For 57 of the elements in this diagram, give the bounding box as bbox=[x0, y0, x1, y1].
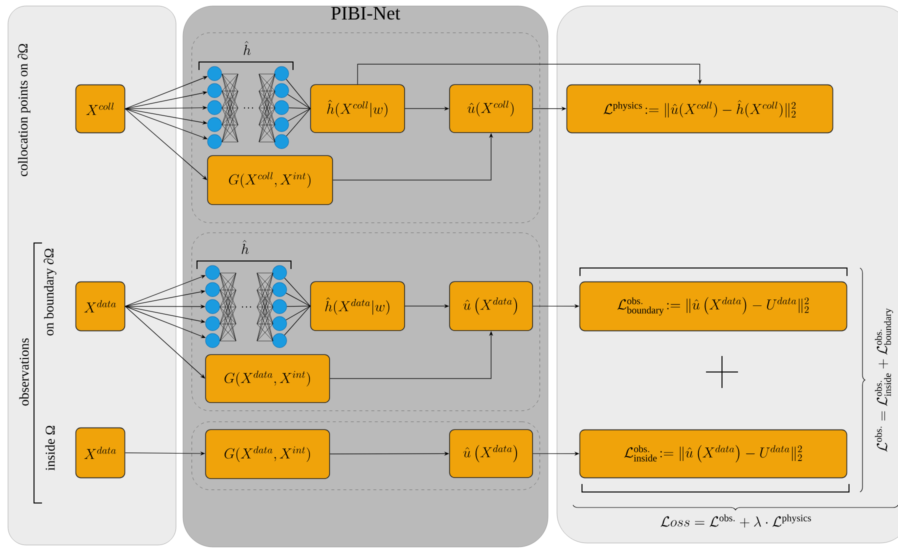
connector-line bbox=[288, 108, 310, 109]
formula-box: $\mathcal{L}^{\mathrm{obs.}}_{\mathrm{inside}}\!:=\|\hat{u}\left(X^{data}\right)-U^{data}\|_2^2$ bbox=[579, 429, 848, 478]
neuron-circle bbox=[207, 66, 222, 81]
neuron-circle bbox=[207, 134, 222, 149]
connector-line bbox=[286, 306, 310, 320]
dashed-group bbox=[192, 232, 540, 411]
neuron-circle bbox=[274, 100, 289, 115]
formula-box: $\mathcal{L}^{\mathrm{obs.}}_{\mathrm{boundary}}\!:=\|\hat{u}\left(X^{data}\right)-U^{data}\|_2^2$ bbox=[579, 281, 848, 332]
neuron-circle bbox=[274, 117, 289, 132]
formula-box: $\hat{u}(X^{coll})$ bbox=[449, 84, 533, 133]
neuron-circle bbox=[274, 134, 289, 149]
rotated-label: on boundary ∂Ω bbox=[44, 248, 56, 336]
arrow bbox=[357, 64, 702, 84]
dashed-group bbox=[192, 422, 540, 490]
dashed-group bbox=[192, 32, 540, 223]
neuron-circle bbox=[205, 316, 220, 331]
formula-box: $\hat{u}\left(X^{data}\right)$ bbox=[449, 281, 533, 331]
neuron-circle bbox=[272, 265, 287, 280]
loss-formula: $\mathcal{L}oss=\mathcal{L}^{\mathrm{obs.}}+\lambda\cdot\mathcal{L}^{\mathrm{physics}}$ bbox=[660, 514, 811, 528]
neuron-circle bbox=[207, 83, 222, 98]
neuron-circle bbox=[272, 316, 287, 331]
formula-box: $\mathcal{L}^{\mathrm{physics}}\!:=\|\hat{u}(X^{coll})-\hat{h}(X^{coll})\|_2^2$ bbox=[566, 84, 834, 134]
neuron-circle bbox=[274, 66, 289, 81]
connector-line bbox=[287, 94, 310, 109]
network-label: $\hat{h}$ bbox=[244, 41, 251, 56]
connector-line bbox=[288, 108, 310, 122]
neuron-circle bbox=[272, 333, 287, 348]
neuron-circle bbox=[272, 282, 287, 297]
connector-line bbox=[284, 306, 310, 336]
formula-box: $\hat{h}(X^{coll}|w)$ bbox=[310, 84, 405, 133]
neuron-circle bbox=[205, 333, 220, 348]
input-panel bbox=[8, 6, 176, 546]
neuron-circle bbox=[207, 100, 222, 115]
connector-line bbox=[286, 78, 310, 109]
neuron-circle bbox=[274, 83, 289, 98]
connector-line bbox=[286, 292, 310, 306]
input-box: $X^{coll}$ bbox=[75, 84, 126, 134]
neuron-circle bbox=[207, 117, 222, 132]
rotated-label: inside Ω bbox=[45, 426, 55, 471]
connector-line bbox=[286, 306, 310, 307]
rotated-label: observations bbox=[19, 338, 29, 406]
formula-box: $\hat{u}\left(X^{data}\right)$ bbox=[449, 429, 533, 478]
formula-box: $G(X^{data},X^{int})$ bbox=[205, 429, 330, 479]
formula-box: $G(X^{data},X^{int})$ bbox=[205, 354, 330, 403]
rotated-label: collocation points on ∂Ω bbox=[18, 44, 30, 176]
formula-box: $G(X^{coll},X^{int})$ bbox=[207, 155, 333, 205]
network-label: $\hat{h}$ bbox=[242, 240, 249, 254]
neuron-circle bbox=[205, 282, 220, 297]
input-box: $X^{data}$ bbox=[75, 427, 126, 478]
connector-line bbox=[286, 108, 310, 136]
neuron-circle bbox=[205, 299, 220, 314]
connector-line bbox=[284, 278, 310, 306]
neuron-circle bbox=[272, 299, 287, 314]
input-box: $X^{data}$ bbox=[75, 281, 126, 332]
sum-formula: $\mathcal{L}^{\mathrm{obs.}}=\mathcal{L}^{\mathrm{obs.}}_{\mathrm{inside}}+\mathcal{L}^{\mathrm{obs.}}_{\mathrm{boundary}}$ bbox=[874, 308, 894, 452]
formula-box: $\hat{h}(X^{data}|w)$ bbox=[310, 281, 405, 331]
neuron-circle bbox=[205, 265, 220, 280]
